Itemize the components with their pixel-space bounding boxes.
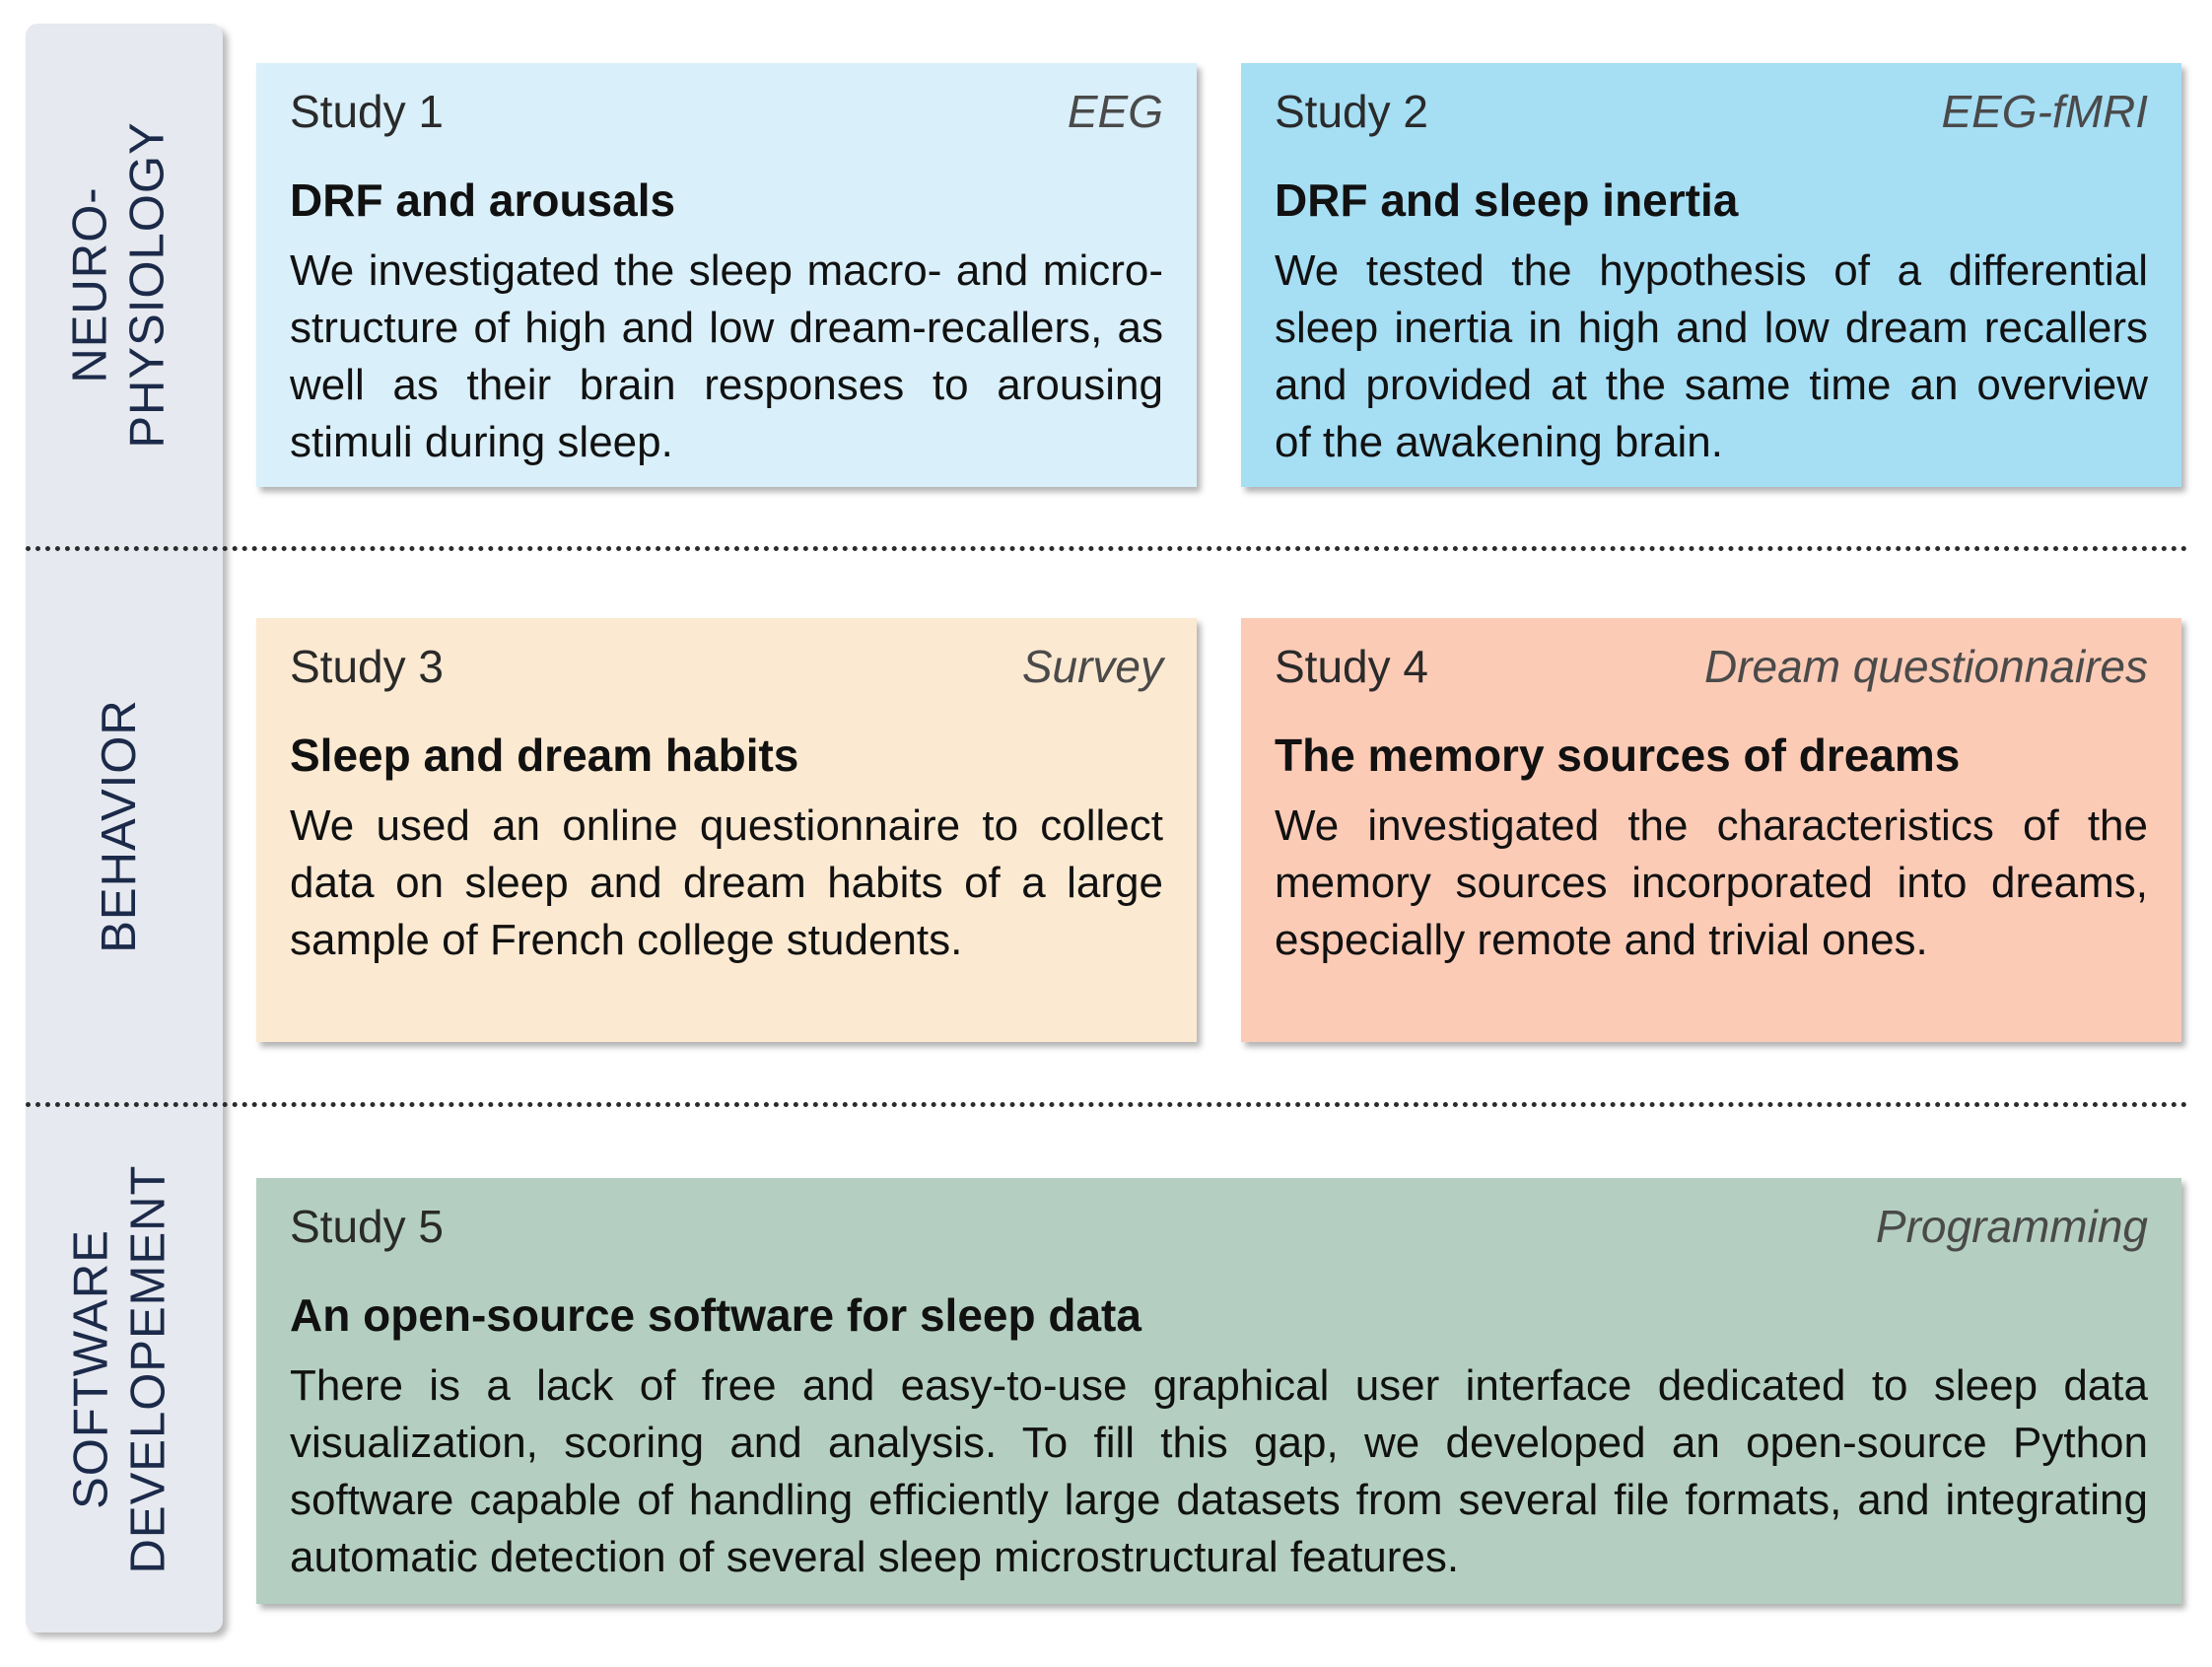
section-label-line: BEHAVIOR bbox=[93, 699, 146, 953]
study-card-2: Study 2 EEG-fMRI DRF and sleep inertia W… bbox=[1241, 63, 2181, 487]
study-method: EEG-fMRI bbox=[1941, 86, 2148, 137]
study-title: Sleep and dream habits bbox=[290, 729, 799, 781]
study-title: DRF and arousals bbox=[290, 174, 676, 226]
study-label: Study 3 bbox=[290, 641, 444, 692]
study-method: Dream questionnaires bbox=[1703, 641, 2148, 692]
study-label: Study 1 bbox=[290, 86, 444, 137]
study-method: Programming bbox=[1875, 1201, 2148, 1252]
section-label-software: SOFTWARE DEVELOPEMENT bbox=[64, 1106, 175, 1632]
study-card-1: Study 1 EEG DRF and arousals We investig… bbox=[256, 63, 1197, 487]
study-description: We investigated the sleep macro- and mic… bbox=[290, 246, 1163, 466]
study-description: There is a lack of free and easy-to-use … bbox=[290, 1361, 2148, 1581]
section-label-line: SOFTWARE bbox=[64, 1229, 118, 1509]
study-description: We used an online questionnaire to colle… bbox=[290, 801, 1163, 964]
study-card-5: Study 5 Programming An open-source softw… bbox=[256, 1178, 2181, 1604]
study-method: Survey bbox=[1021, 641, 1163, 692]
study-title: The memory sources of dreams bbox=[1275, 729, 1961, 781]
study-title: An open-source software for sleep data bbox=[290, 1289, 1141, 1341]
study-label: Study 4 bbox=[1275, 641, 1428, 692]
study-description: We investigated the characteristics of t… bbox=[1275, 801, 2148, 964]
section-divider bbox=[26, 1102, 2188, 1107]
section-label-line: PHYSIOLOGY bbox=[121, 121, 175, 449]
section-label-line: DEVELOPEMENT bbox=[121, 1164, 175, 1574]
study-label: Study 5 bbox=[290, 1201, 444, 1252]
section-label-line: NEURO- bbox=[64, 186, 118, 383]
study-card-4: Study 4 Dream questionnaires The memory … bbox=[1241, 618, 2181, 1042]
study-card-3: Study 3 Survey Sleep and dream habits We… bbox=[256, 618, 1197, 1042]
study-description: We tested the hypothesis of a differenti… bbox=[1275, 246, 2148, 466]
section-label-neurophysiology: NEURO- PHYSIOLOGY bbox=[64, 24, 175, 546]
section-label-behavior: BEHAVIOR bbox=[65, 550, 173, 1102]
section-sidebar bbox=[26, 24, 223, 1632]
study-title: DRF and sleep inertia bbox=[1275, 174, 1739, 226]
section-divider bbox=[26, 546, 2188, 551]
study-label: Study 2 bbox=[1275, 86, 1428, 137]
study-method: EEG bbox=[1067, 86, 1163, 137]
